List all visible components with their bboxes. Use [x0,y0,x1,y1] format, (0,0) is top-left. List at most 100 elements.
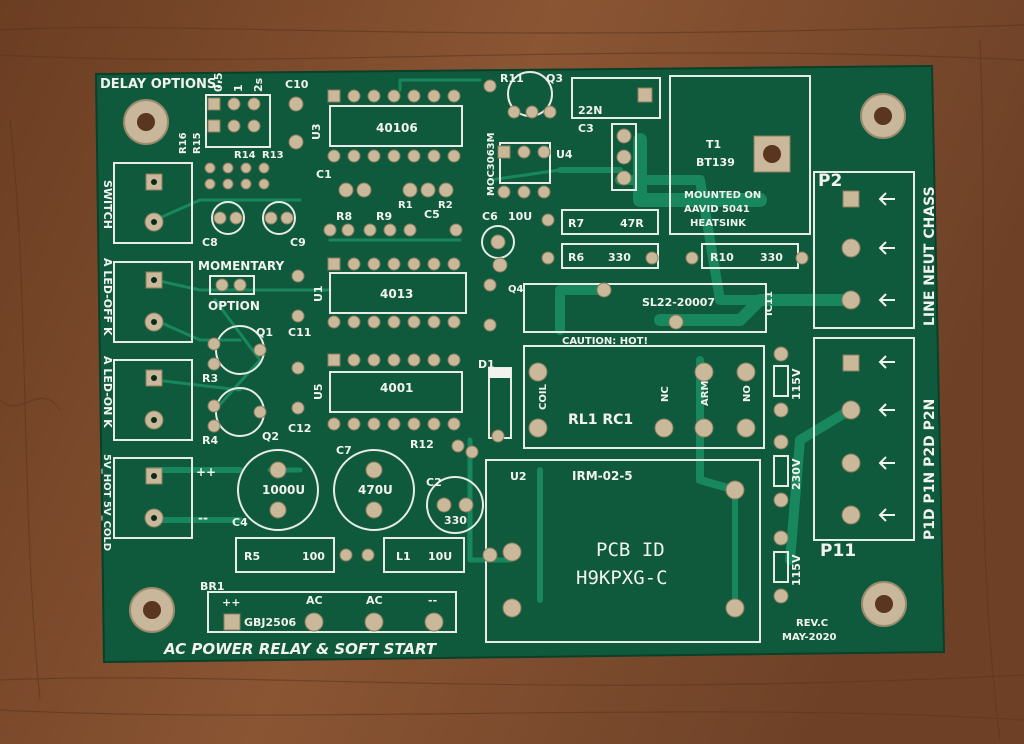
ic-pin-pad [327,257,341,271]
label-r6-val: 330 [608,251,631,264]
ic-pin-pad [367,257,381,271]
label-u2: U2 [510,470,527,483]
label-115v-top: 115V [790,368,803,400]
ic-pin-pad [227,97,241,111]
label-c2-val: 330 [444,514,467,527]
delay-option-0: 0.5 [212,73,225,93]
label-115v-bottom: 115V [790,554,803,586]
voltage-selectors [773,346,789,604]
label-c6-val: 10U [508,210,532,223]
ic-pin-pad [407,89,421,103]
label-u1: U1 [312,285,325,302]
copper-traces [147,78,856,603]
ic-outlines [205,94,551,413]
label-c9: C9 [290,236,306,249]
label-q2: Q2 [262,430,279,443]
ic-pin-pad [427,315,441,329]
t1-outline [669,75,811,235]
ic-pin-pad [227,119,241,133]
label-bt139: BT139 [696,156,735,169]
delay-options-label: DELAY OPTIONS: [100,77,222,92]
ic-pin-pad [537,185,551,199]
label-nc: NC [660,386,671,402]
ic-pin-pad [207,119,221,133]
label-mounted2: AAVID 5041 [684,204,750,215]
label-r11: R11 [500,72,524,85]
label-br1-minus: -- [428,594,437,607]
label-u3: U3 [310,123,323,140]
ic-pin-pad [447,417,461,431]
ic-pin-pad [327,89,341,103]
ic-pin-pad [427,353,441,367]
label-4013: 4013 [380,287,413,301]
ic-pin-pad [327,417,341,431]
label-br1: BR1 [200,580,225,593]
label-r7-val: 47R [620,217,644,230]
label-c2: C2 [426,476,442,489]
label-r2: R2 [438,200,453,211]
ic-pin-pad [447,315,461,329]
label-c7-val: 470U [358,483,393,497]
label-r9: R9 [376,210,392,223]
label-r5: R5 [244,550,260,563]
board-date: MAY-2020 [782,632,837,643]
label-c7: C7 [336,444,352,457]
label-r8: R8 [336,210,352,223]
label-5v-minus: -- [198,511,208,525]
ic-pin-pad [447,89,461,103]
ic-pin-pad [247,119,261,133]
label-c3: C3 [578,122,594,135]
delay-option-1: 1 [232,84,245,92]
label-no: NO [742,385,753,402]
label-q1: Q1 [256,326,273,339]
ic-pin-pad [367,315,381,329]
label-caution: CAUTION: HOT! [562,336,648,347]
label-r12: R12 [410,438,434,451]
ic-pin-pad [347,89,361,103]
ic-pins [207,89,551,431]
label-c6: C6 [482,210,498,223]
left-connector-pads [144,173,164,528]
label-r14: R14 [234,150,256,161]
label-mounted3: HEATSINK [690,218,747,229]
label-p2-pins: LINE NEUT CHASS [922,186,938,326]
label-br1-plus: ++ [222,596,240,609]
ic-pin-pad [347,315,361,329]
left-connector-boxes [113,162,193,539]
ic-pin-pad [387,149,401,163]
label-d1: D1 [478,358,495,371]
label-u4: U4 [556,148,573,161]
ic-pin-pad [447,149,461,163]
label-r4: R4 [202,434,218,447]
ic-pin-pad [407,417,421,431]
label-arm: ARM [700,381,711,406]
right-connector-arrows [878,192,895,522]
ic-pin-pad [497,185,511,199]
label-c12: C12 [288,422,311,435]
label-c4: C4 [232,516,248,529]
ic-pin-pad [247,97,261,111]
label-l1-val: 10U [428,550,452,563]
label-r7: R7 [568,217,584,230]
mounting-holes [123,93,907,633]
label-sl22: SL22-20007 [642,296,715,309]
ic-pin-pad [367,149,381,163]
ic-pin-pad [427,149,441,163]
label-c11: C11 [288,326,311,339]
ic-pin-pad [327,353,341,367]
label-c5: C5 [424,208,440,221]
label-230v: 230V [790,458,803,490]
label-momentary: MOMENTARY [198,259,284,273]
label-switch: SWITCH [101,180,114,229]
label-5v-plus: ++ [196,465,216,479]
label-led-off: A LED-OFF K [101,258,114,336]
ic-pin-pad [327,149,341,163]
label-p2: P2 [818,171,842,191]
label-r16: R16 [178,132,189,154]
label-rl1: RL1 RC1 [568,412,633,428]
pcb-id-value: H9KPXG-C [576,567,668,589]
label-gbj: GBJ2506 [244,616,296,629]
label-r5-val: 100 [302,550,325,563]
